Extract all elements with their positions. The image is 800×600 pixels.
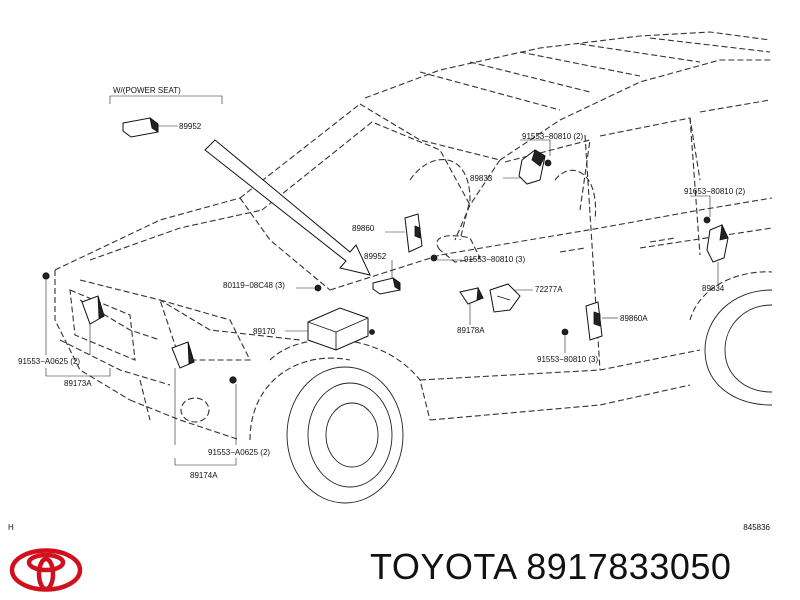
callout-89174a: 89174A bbox=[190, 471, 218, 480]
callout-91553-80810-3-b: 91553−80810 (3) bbox=[537, 355, 599, 364]
sensor-89173a-icon bbox=[42, 272, 105, 325]
option-note-text: W/(POWER SEAT) bbox=[113, 86, 181, 95]
brand-title: TOYOTA 8917833050 bbox=[370, 546, 732, 587]
sensor-89860a-icon bbox=[561, 301, 603, 341]
callout-89178a: 89178A bbox=[457, 326, 485, 335]
callout-89173a: 89173A bbox=[64, 379, 92, 388]
callout-89170: 89170 bbox=[253, 327, 276, 336]
callout-89833: 89833 bbox=[470, 174, 493, 183]
front-wheel bbox=[286, 366, 404, 504]
callout-91653-80810-2: 91653−80810 (2) bbox=[684, 187, 746, 196]
callout-89834: 89834 bbox=[702, 284, 725, 293]
sensor-89834-icon bbox=[703, 216, 729, 263]
sensor-89178a-icon bbox=[459, 286, 484, 305]
sensor-89174a-icon bbox=[171, 341, 237, 384]
toyota-logo-icon bbox=[9, 548, 83, 592]
view-arrow bbox=[204, 139, 371, 276]
callout-91553-a0625-2-a: 91553−A0625 (2) bbox=[18, 357, 80, 366]
ecu-89170-icon bbox=[307, 284, 375, 351]
rear-wheel bbox=[704, 289, 773, 406]
bracket-72277a-icon bbox=[489, 283, 521, 313]
callout-72277a: 72277A bbox=[535, 285, 563, 294]
callout-91553-80810-3-a: 91553−80810 (3) bbox=[464, 255, 526, 264]
sensor-89860-icon bbox=[404, 213, 423, 253]
corner-mark: H bbox=[8, 523, 14, 532]
sensor-89833-icon bbox=[518, 149, 552, 185]
callout-80119-08c48: 80119−08C48 (3) bbox=[223, 281, 285, 290]
sensor-89952-top-icon bbox=[122, 117, 159, 138]
callout-91553-a0625-2-b: 91553−A0625 (2) bbox=[208, 448, 270, 457]
sensor-89952-lower-icon bbox=[372, 254, 438, 295]
power-seat-group: W/(POWER SEAT) 89952 bbox=[109, 86, 223, 138]
callout-89860: 89860 bbox=[352, 224, 375, 233]
callout-89860a: 89860A bbox=[620, 314, 648, 323]
callout-91553-80810-2-a: 91553−80810 (2) bbox=[522, 132, 584, 141]
callout-89952-top: 89952 bbox=[179, 122, 202, 131]
reference-number: 845836 bbox=[743, 523, 770, 532]
callout-89952-lower: 89952 bbox=[364, 252, 387, 261]
